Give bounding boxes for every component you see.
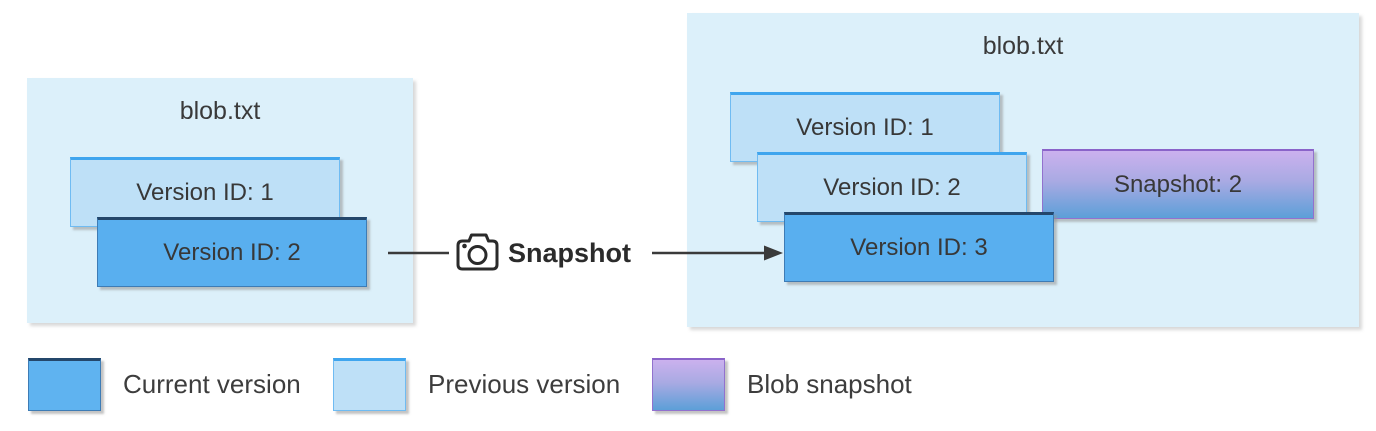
legend-label: Blob snapshot bbox=[747, 369, 912, 399]
snapshot-arrow bbox=[388, 245, 783, 261]
legend-swatch-previous bbox=[333, 358, 406, 411]
version-label: Version ID: 3 bbox=[850, 234, 988, 261]
version-label: Version ID: 2 bbox=[163, 239, 301, 266]
version-label: Version ID: 1 bbox=[796, 114, 934, 141]
legend-item-current-version: Current version bbox=[28, 358, 301, 411]
legend-item-previous-version: Previous version bbox=[333, 358, 620, 411]
snapshot-label-text: Snapshot: 2 bbox=[1113, 170, 1243, 198]
right-version-3-box: Version ID: 3 bbox=[784, 212, 1054, 282]
legend-swatch-current bbox=[28, 358, 101, 411]
blob-container-after: blob.txt Version ID: 1 Version ID: 2 Sna… bbox=[687, 13, 1359, 327]
legend-swatch-snapshot bbox=[652, 358, 725, 411]
legend-label: Previous version bbox=[428, 369, 621, 399]
legend-label: Current version bbox=[123, 369, 301, 399]
arrowhead bbox=[764, 245, 783, 261]
blob-container-before: blob.txt Version ID: 1 Version ID: 2 bbox=[27, 78, 413, 323]
camera-icon bbox=[456, 233, 499, 271]
left-version-2-box: Version ID: 2 bbox=[97, 217, 367, 287]
right-version-2-box: Version ID: 2 bbox=[757, 152, 1027, 222]
version-label: Version ID: 2 bbox=[823, 174, 961, 201]
legend-item-blob-snapshot: Blob snapshot bbox=[652, 358, 912, 411]
left-version-1-box: Version ID: 1 bbox=[70, 157, 340, 227]
snapshot-2-box: Snapshot: 2 bbox=[1042, 149, 1314, 219]
blob-title: blob.txt bbox=[179, 97, 261, 125]
snapshot-action-label: Snapshot bbox=[508, 238, 632, 268]
blob-title: blob.txt bbox=[982, 32, 1064, 60]
version-label: Version ID: 1 bbox=[136, 179, 274, 206]
